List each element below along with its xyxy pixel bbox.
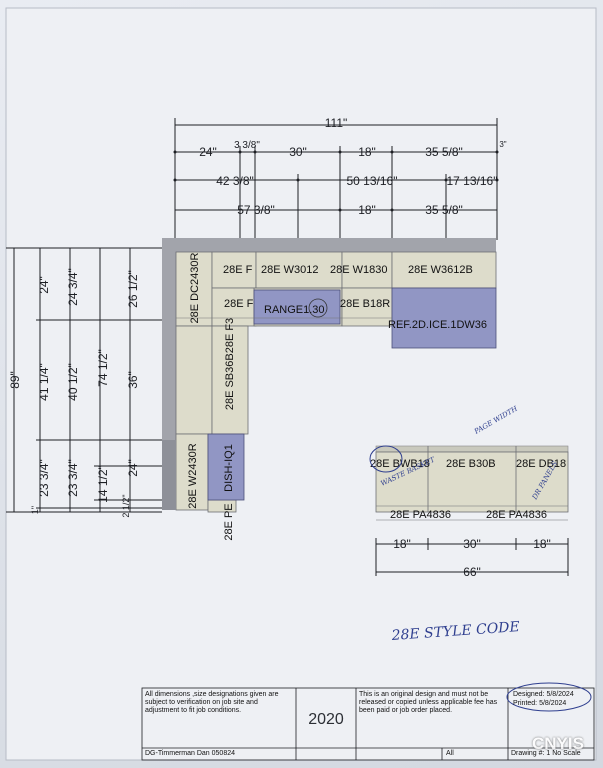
dim-row1-d: 18" xyxy=(358,145,376,159)
cabinet-sb36 xyxy=(211,325,249,435)
label-w1830: 28E W1830 xyxy=(330,264,387,276)
label-w3012: 28E W3012 xyxy=(261,264,318,276)
dim-row1-e: 35 5/8" xyxy=(425,145,463,159)
date-circle xyxy=(506,682,592,712)
dim-col4-b: 36" xyxy=(126,371,140,389)
dim-col4-c: 24" xyxy=(126,459,140,477)
label-sb36: 28E SB36B28E F3 xyxy=(224,318,236,410)
drawing-name: DG-Timmerman Dan 050824 xyxy=(145,750,235,757)
dim-row1-b: 3 3/8" xyxy=(234,140,260,151)
dim-row3-a: 57 3/8" xyxy=(237,203,275,217)
top-dimension-ticks xyxy=(173,150,499,212)
dim-row3-c: 35 5/8" xyxy=(425,203,463,217)
dim-col1-d: 1" xyxy=(30,506,40,514)
island-dimension-labels: 18" 30" 18" 66" xyxy=(393,537,551,579)
original-design-text: This is an original design and must not … xyxy=(359,691,498,714)
logo-2020: 2020 xyxy=(308,711,344,728)
label-range: RANGE1.30 xyxy=(264,304,325,316)
dim-col3-c: 2 1/2" xyxy=(121,494,131,517)
dim-row1-a: 24" xyxy=(199,145,217,159)
appliance-refrigerator xyxy=(391,287,497,349)
printed-date: Printed: 5/8/2024 xyxy=(513,700,567,707)
dim-row2-c: 17 13/16" xyxy=(447,174,498,188)
left-dimension-lines xyxy=(6,247,162,513)
label-f1: 28E F xyxy=(223,264,253,276)
dim-top-total: 111" xyxy=(325,116,348,130)
left-dimension-labels: 89" 24" 41 1/4" 23 3/4" 1" 24 3/4" 40 1/… xyxy=(8,268,140,517)
dim-island-c: 18" xyxy=(533,537,551,551)
dim-col2-b: 40 1/2" xyxy=(66,363,80,401)
dim-col2-a: 24 3/4" xyxy=(66,268,80,306)
dim-row1-c: 30" xyxy=(289,145,307,159)
label-b30b: 28E B30B xyxy=(446,458,496,470)
label-pa4836-left: 28E PA4836 xyxy=(390,509,451,521)
label-bwb18: 28E BWB18 xyxy=(370,458,430,470)
label-f2: 28E F xyxy=(224,298,254,310)
designed-date: Designed: 5/8/2024 xyxy=(513,691,574,698)
label-b18r: 28E B18R xyxy=(340,298,390,310)
drawing-number: Drawing #: 1 No Scale xyxy=(511,750,581,757)
label-refrigerator: REF.2D.ICE.1DW36 xyxy=(388,319,487,331)
drawing-all: All xyxy=(446,750,454,757)
disclaimer-text: All dimensions ,size designations given … xyxy=(145,691,279,714)
dim-island-total: 66" xyxy=(463,565,481,579)
cabinet-dc2430r xyxy=(175,251,213,327)
dim-col3-a: 74 1/2" xyxy=(96,349,110,387)
dim-row1-f: 3" xyxy=(499,140,506,149)
dim-island-b: 30" xyxy=(463,537,481,551)
dim-col1-c: 23 3/4" xyxy=(37,459,51,497)
appliance-dishwasher xyxy=(207,433,245,501)
dim-col4-a: 26 1/2" xyxy=(126,270,140,308)
appliance-range xyxy=(253,289,341,325)
cabinet-w3612b xyxy=(391,251,497,289)
label-dish: DISH-IQ1 xyxy=(223,444,235,492)
dim-col1-a: 24" xyxy=(37,276,51,294)
watermark: CNYIS xyxy=(532,734,584,753)
dim-row3-b: 18" xyxy=(358,203,376,217)
dim-col1-b: 41 1/4" xyxy=(37,363,51,401)
label-w2430r: 28E W2430R xyxy=(187,443,199,508)
cabinet-w3012 xyxy=(255,251,343,289)
dim-left-total: 89" xyxy=(8,371,22,389)
cabinet-sb36-upper xyxy=(175,325,213,435)
cabinet-labels: 28E DC2430R 28E F 28E W3012 28E W1830 28… xyxy=(187,252,487,540)
dim-col3-b: 14 1/2" xyxy=(96,465,110,503)
label-pa4836-right: 28E PA4836 xyxy=(486,509,547,521)
label-w3612: 28E W3612B xyxy=(408,264,473,276)
island-labels: 28E BWB18 28E B30B 28E DB18 28E PA4836 2… xyxy=(370,458,566,521)
cabinet-b18r xyxy=(341,287,393,327)
wall-lower xyxy=(162,440,176,510)
island xyxy=(375,445,569,521)
island-dimension-lines xyxy=(375,538,569,576)
label-pe: 28E PE xyxy=(223,503,235,540)
label-db18: 28E DB18 xyxy=(516,458,566,470)
dim-row2-a: 42 3/8" xyxy=(216,174,254,188)
dim-row2-b: 50 13/16" xyxy=(347,174,398,188)
title-block-frame xyxy=(141,687,595,761)
top-dimension-lines xyxy=(174,118,498,240)
paper xyxy=(5,7,597,761)
top-dimension-labels: 111" 24" 3 3/8" 30" 18" 35 5/8" 3" 42 3/… xyxy=(199,116,507,217)
waste-basket-circle xyxy=(369,445,403,473)
label-dc2430r: 28E DC2430R xyxy=(189,252,201,323)
dim-col2-c: 23 3/4" xyxy=(66,459,80,497)
dim-island-a: 18" xyxy=(393,537,411,551)
